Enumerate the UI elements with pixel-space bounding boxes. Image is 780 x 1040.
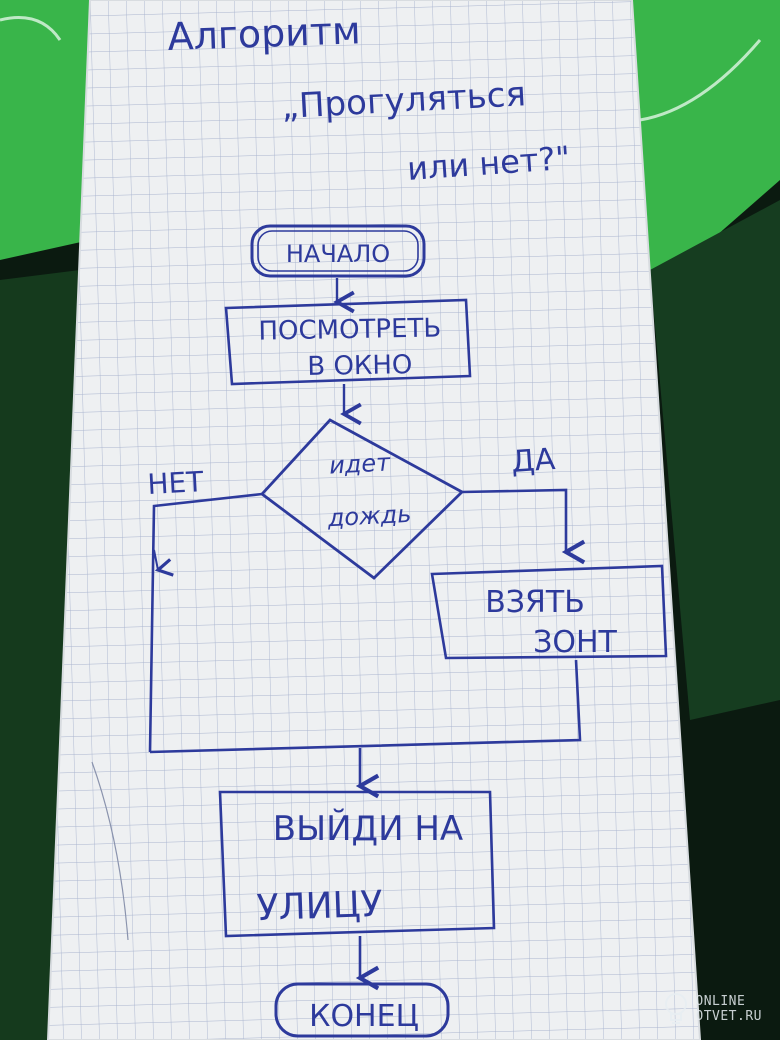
look-label-line-1: ПОСМОТРЕТЬ: [258, 313, 441, 346]
go-out-label-line-2: УЛИЦУ: [256, 884, 383, 929]
title-line-1: Алгоритм: [167, 8, 362, 59]
umbrella-label-line-2: ЗОНТ: [533, 625, 617, 660]
paper-edge: [46, 0, 702, 1040]
lightbulb-icon: [665, 993, 688, 1024]
umbrella-label-line-1: ВЗЯТЬ: [485, 585, 585, 620]
start-terminator: [250, 224, 426, 278]
watermark: ONLINE OTVET.RU: [663, 992, 762, 1026]
decision-label-line-1: идет: [328, 448, 391, 479]
end-terminator: [274, 982, 450, 1038]
merge-line: [149, 659, 582, 754]
go-out-label-line-1: ВЫЙДИ НА: [273, 808, 463, 849]
look-label-line-2: В ОКНО: [307, 350, 413, 382]
watermark-text: ONLINE OTVET.RU: [695, 994, 762, 1024]
go-out-process-box: [218, 790, 496, 938]
start-label: НАЧАЛО: [286, 240, 390, 268]
watermark-line-2: OTVET.RU: [695, 1009, 762, 1024]
fabric-stripe-right: [639, 39, 762, 122]
watermark-line-1: ONLINE: [695, 994, 746, 1009]
stray-pencil-mark: [91, 761, 129, 941]
background-right-shadow: [650, 200, 780, 720]
yes-label: ДА: [510, 442, 557, 480]
paper-grid: [48, 0, 700, 1040]
start-terminator-inner: [257, 230, 419, 272]
no-branch-arrow-tick: [153, 549, 174, 577]
umbrella-process-box: [430, 564, 668, 660]
end-label: КОНЕЦ: [309, 999, 419, 1034]
look-process-box: [224, 298, 472, 386]
fabric-stripe: [0, 16, 62, 41]
no-branch-line: [148, 492, 263, 753]
decision-label-line-2: дождь: [326, 500, 412, 532]
background-green-right: [610, 0, 780, 270]
yes-branch-line: [461, 488, 586, 565]
decision-diamond: [259, 418, 465, 580]
no-label: НЕТ: [147, 465, 205, 501]
